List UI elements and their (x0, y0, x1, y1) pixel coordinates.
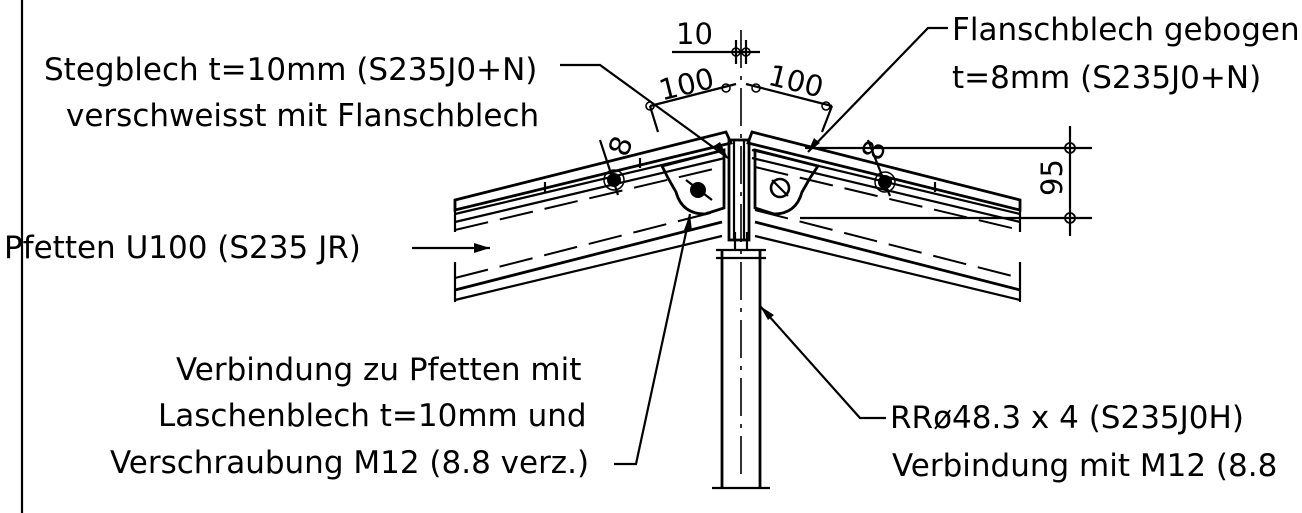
dim-height: 95 (1035, 159, 1069, 196)
label-flansch-line1: Flanschblech gebogen (952, 12, 1300, 48)
leader-steg (560, 63, 729, 159)
left-roof-slope (453, 130, 733, 232)
label-flansch-line2: t=8mm (S235J0+N) (952, 60, 1261, 96)
dim-right-spacing: 100 (765, 58, 827, 104)
label-rohr-line1: RRø48.3 x 4 (S235J0H) (890, 400, 1244, 436)
right-purlin-u100 (754, 209, 1022, 302)
label-steg-line2: verschweisst mit Flanschblech (66, 98, 539, 134)
right-connection-plate (753, 148, 821, 216)
right-flange-sheet (746, 130, 1022, 212)
dimension-height: 95 (800, 126, 1092, 236)
dimension-right-spacing: 100 (745, 58, 834, 133)
dim-left-spacing: 100 (656, 61, 718, 107)
ridge-connection (603, 138, 896, 242)
web-plate (727, 138, 751, 242)
dimension-left-spacing: 100 (645, 61, 737, 133)
label-verbindung-line1: Verbindung zu Pfetten mit (176, 352, 581, 388)
dim-top-gap: 10 (676, 17, 713, 51)
label-verbindung-line3: Verschraubung M12 (8.8 verz.) (110, 445, 589, 481)
label-pfetten: Pfetten U100 (S235 JR) (4, 230, 361, 266)
label-steg-line1: Stegblech t=10mm (S235J0+N) (44, 52, 537, 88)
leader-flansch (807, 26, 948, 153)
right-bolt (769, 177, 791, 199)
dimension-top-gap: 10 (672, 17, 760, 64)
label-rohr-line2: Verbindung mit M12 (8.8 (892, 448, 1277, 484)
label-verbindung-line2: Laschenblech t=10mm und (158, 398, 587, 434)
left-purlin-u100 (453, 209, 723, 302)
round-tube-column (712, 232, 770, 490)
leader-verbindung (614, 213, 692, 466)
dim-left-thickness: 8 (602, 132, 640, 161)
leader-rohr (759, 305, 886, 420)
left-connection-plate (659, 148, 726, 216)
